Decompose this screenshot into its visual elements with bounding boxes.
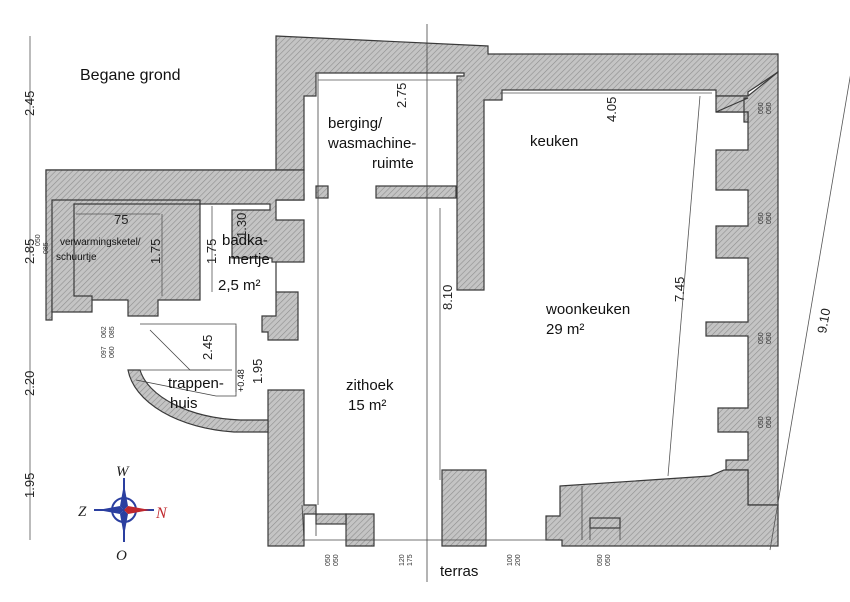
win-b1b: 050 — [333, 554, 340, 566]
compass-n: N — [155, 505, 168, 522]
room-berging-line1: berging/ — [328, 115, 383, 132]
window-labels: 050 050 050 050 050 050 050 050 050 085 … — [35, 102, 773, 566]
room-zithoek-area: 15 m² — [348, 397, 386, 414]
room-zithoek: zithoek — [346, 377, 394, 394]
win-l1b: 085 — [43, 242, 50, 254]
room-berging-line2: wasmachine- — [327, 135, 416, 152]
room-verwarming-line2: schuurtje — [56, 252, 97, 263]
win-r2: 050 — [758, 212, 765, 224]
dimension-labels: 2.75 4.05 75 1.75 1.30 1.75 2.45 1.95 +0… — [22, 83, 833, 498]
door-b1b: 175 — [407, 554, 414, 566]
win-s2: 085 — [109, 326, 116, 338]
compass-o: O — [116, 548, 127, 564]
wall-trappenhuis — [127, 369, 269, 433]
wall-berging-stub — [315, 185, 329, 199]
dim-left-2: 2.85 — [22, 239, 37, 264]
dim-trap-depth: 1.95 — [250, 359, 265, 384]
guide-lines — [29, 24, 850, 582]
win-r2b: 050 — [766, 212, 773, 224]
door-b2b: 200 — [515, 554, 522, 566]
room-badkamer-line2: mertje — [228, 251, 270, 268]
room-woonkeuken-area: 29 m² — [546, 321, 584, 338]
dim-right-total: 9.10 — [814, 307, 833, 335]
stair-outline — [140, 323, 237, 397]
dim-schuurtje-depth: 1.75 — [148, 239, 163, 264]
wall-right-piers — [715, 97, 749, 123]
dim-berging-width: 2.75 — [394, 83, 409, 108]
win-s3: 097 — [101, 346, 108, 358]
door-b1: 120 — [399, 554, 406, 566]
stair-step-c — [135, 379, 217, 397]
wall-bottom-left — [267, 389, 317, 547]
wall-schuurtje — [45, 169, 305, 341]
dim-level: +0.48 — [236, 369, 246, 392]
room-badkamer-line1: badka- — [222, 232, 268, 249]
win-r4b: 050 — [766, 416, 773, 428]
dim-bad-width: 1.30 — [234, 213, 249, 238]
win-r4: 050 — [758, 416, 765, 428]
wall-berging-partition — [375, 185, 457, 199]
wall-doorframe-right — [589, 517, 621, 529]
dim-length-center: 8.10 — [440, 285, 455, 310]
wall-right — [705, 70, 779, 506]
win-b3b: 050 — [605, 554, 612, 566]
room-terras: terras — [440, 563, 478, 580]
dim-910-line — [769, 75, 850, 551]
room-berging-line3: ruimte — [372, 155, 414, 172]
dim-745-line — [667, 95, 701, 477]
compass-w: W — [116, 464, 130, 480]
wall-pillar — [441, 469, 487, 547]
room-labels: berging/ wasmachine- ruimte keuken woonk… — [56, 115, 630, 580]
room-keuken: keuken — [530, 133, 578, 150]
wall-doorframe-left — [315, 513, 347, 525]
dim-keuken-width: 4.05 — [604, 97, 619, 122]
door-b2: 100 — [507, 554, 514, 566]
win-l1: 050 — [35, 234, 42, 246]
room-verwarming-line1: verwarmingsketel/ — [60, 237, 141, 248]
win-r1: 050 — [758, 102, 765, 114]
dim-trap-width: 2.45 — [200, 335, 215, 360]
room-trappenhuis-line2: huis — [170, 395, 198, 412]
room-trappenhuis-line1: trappen- — [168, 375, 224, 392]
dim-left-4: 1.95 — [22, 473, 37, 498]
win-s4: 060 — [109, 346, 116, 358]
win-b3: 050 — [597, 554, 604, 566]
win-r3: 050 — [758, 332, 765, 344]
compass-z: Z — [78, 504, 87, 520]
wall-schuurtje-inner — [51, 199, 201, 313]
door-left — [315, 524, 347, 536]
dim-bad-depth: 1.75 — [204, 239, 219, 264]
dim-left-3: 2.20 — [22, 371, 37, 396]
inner-line-b — [301, 504, 305, 541]
compass-icon: W N Z O — [78, 464, 168, 564]
dim-schuurtje-width: 75 — [114, 212, 128, 227]
win-r3b: 050 — [766, 332, 773, 344]
wall-bottom-right — [545, 469, 779, 547]
win-s1: 062 — [101, 326, 108, 338]
room-woonkeuken: woonkeuken — [545, 301, 630, 318]
door-right — [589, 526, 621, 540]
plan-title: Begane grond — [80, 67, 181, 84]
stair-diag — [149, 329, 191, 371]
wall-bottom-mid — [345, 513, 375, 547]
room-badkamer-area: 2,5 m² — [218, 277, 261, 294]
win-r1b: 050 — [766, 102, 773, 114]
dim-left-1: 2.45 — [22, 91, 37, 116]
dim-length-right: 7.45 — [672, 277, 687, 302]
walls — [45, 35, 779, 547]
win-b1: 050 — [325, 554, 332, 566]
